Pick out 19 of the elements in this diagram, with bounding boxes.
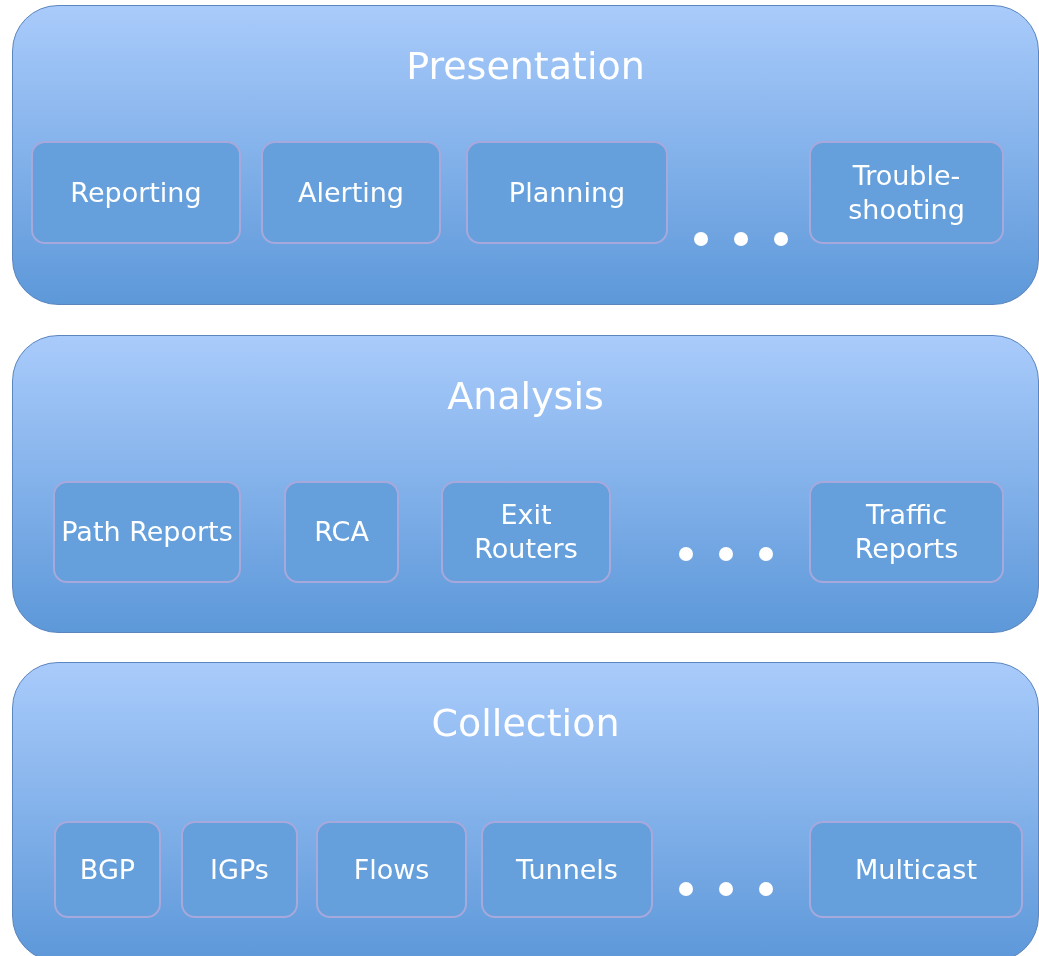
component-box: Alerting — [261, 141, 441, 244]
component-box: BGP — [54, 821, 161, 918]
layer-title: Collection — [430, 701, 621, 745]
layer-title: Presentation — [405, 44, 646, 88]
component-box: Path Reports — [53, 481, 241, 583]
layer-title: Analysis — [446, 374, 605, 418]
layer-band — [12, 5, 1039, 305]
component-box: Tunnels — [481, 821, 653, 918]
component-box: RCA — [284, 481, 399, 583]
layer-band — [12, 335, 1039, 633]
layer-band — [12, 662, 1039, 956]
component-box: Trouble-shooting — [809, 141, 1004, 244]
component-box: Reporting — [31, 141, 241, 244]
component-box: Traffic Reports — [809, 481, 1004, 583]
component-box: IGPs — [181, 821, 298, 918]
component-box: Exit Routers — [441, 481, 611, 583]
component-box: Flows — [316, 821, 467, 918]
component-box: Planning — [466, 141, 668, 244]
component-box: Multicast — [809, 821, 1023, 918]
